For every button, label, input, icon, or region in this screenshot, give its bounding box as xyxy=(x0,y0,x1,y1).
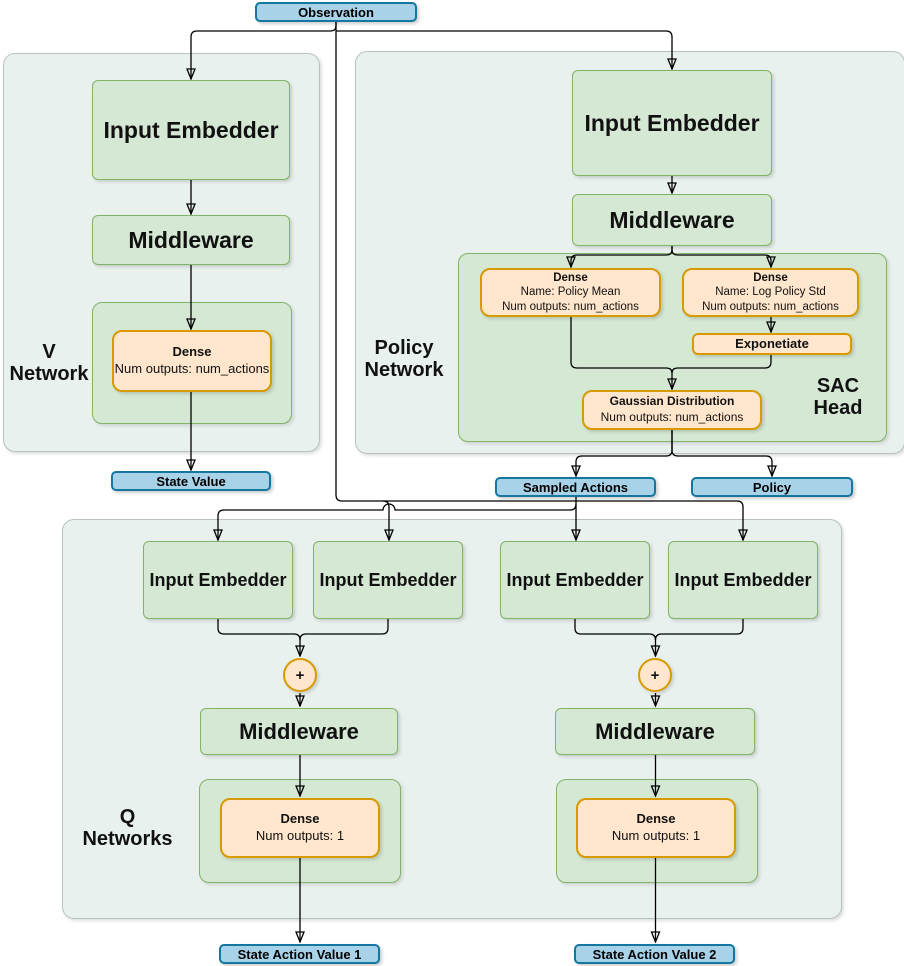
state-value-terminal: State Value xyxy=(111,471,271,491)
policy-middleware-node: Middleware xyxy=(572,194,772,246)
q1-add-operator: + xyxy=(283,658,317,692)
sac-head-label: SAC Head xyxy=(813,375,863,420)
q2-add-operator: + xyxy=(638,658,672,692)
sampled-actions-terminal: Sampled Actions xyxy=(495,477,656,497)
exponetiate-node: Exponetiate xyxy=(692,333,852,355)
q1-input-embedder-a-node: Input Embedder xyxy=(143,541,293,619)
policy-mean-dense-title: Dense xyxy=(553,271,588,284)
q1-dense-node: Dense Num outputs: 1 xyxy=(220,798,380,858)
observation-terminal: Observation xyxy=(255,2,417,22)
q-networks-label: Q Networks xyxy=(82,806,173,851)
policy-mean-dense-outputs: Num outputs: num_actions xyxy=(502,300,639,313)
log-policy-std-dense-name: Name: Log Policy Std xyxy=(715,286,826,299)
v-input-embedder-node: Input Embedder xyxy=(92,80,290,180)
gaussian-distribution-node: Gaussian Distribution Num outputs: num_a… xyxy=(582,390,762,430)
v-network-label: V Network xyxy=(9,341,89,386)
q2-middleware-node: Middleware xyxy=(555,708,755,755)
q1-input-embedder-b-node: Input Embedder xyxy=(313,541,463,619)
log-policy-std-dense-title: Dense xyxy=(753,271,788,284)
v-dense-title: Dense xyxy=(172,344,212,360)
policy-terminal: Policy xyxy=(691,477,853,497)
policy-network-label: Policy Network xyxy=(364,337,444,382)
q1-dense-outputs: Num outputs: 1 xyxy=(255,828,345,843)
q2-input-embedder-a-node: Input Embedder xyxy=(500,541,650,619)
q2-dense-title: Dense xyxy=(636,811,676,827)
q2-dense-outputs: Num outputs: 1 xyxy=(611,828,701,843)
policy-mean-dense-name: Name: Policy Mean xyxy=(520,286,621,299)
q1-middleware-node: Middleware xyxy=(200,708,398,755)
log-policy-std-dense-outputs: Num outputs: num_actions xyxy=(702,300,839,313)
q2-dense-node: Dense Num outputs: 1 xyxy=(576,798,736,858)
log-policy-std-dense-node: Dense Name: Log Policy Std Num outputs: … xyxy=(682,268,859,317)
policy-input-embedder-node: Input Embedder xyxy=(572,70,772,176)
v-dense-node: Dense Num outputs: num_actions xyxy=(112,330,272,392)
state-action-value-2-terminal: State Action Value 2 xyxy=(574,944,735,964)
q2-input-embedder-b-node: Input Embedder xyxy=(668,541,818,619)
v-middleware-node: Middleware xyxy=(92,215,290,265)
policy-mean-dense-node: Dense Name: Policy Mean Num outputs: num… xyxy=(480,268,661,317)
v-dense-outputs: Num outputs: num_actions xyxy=(114,361,270,376)
q1-dense-title: Dense xyxy=(280,811,320,827)
gaussian-outputs: Num outputs: num_actions xyxy=(600,410,744,424)
state-action-value-1-terminal: State Action Value 1 xyxy=(219,944,380,964)
gaussian-title: Gaussian Distribution xyxy=(609,394,735,409)
exponetiate-label: Exponetiate xyxy=(735,335,809,351)
